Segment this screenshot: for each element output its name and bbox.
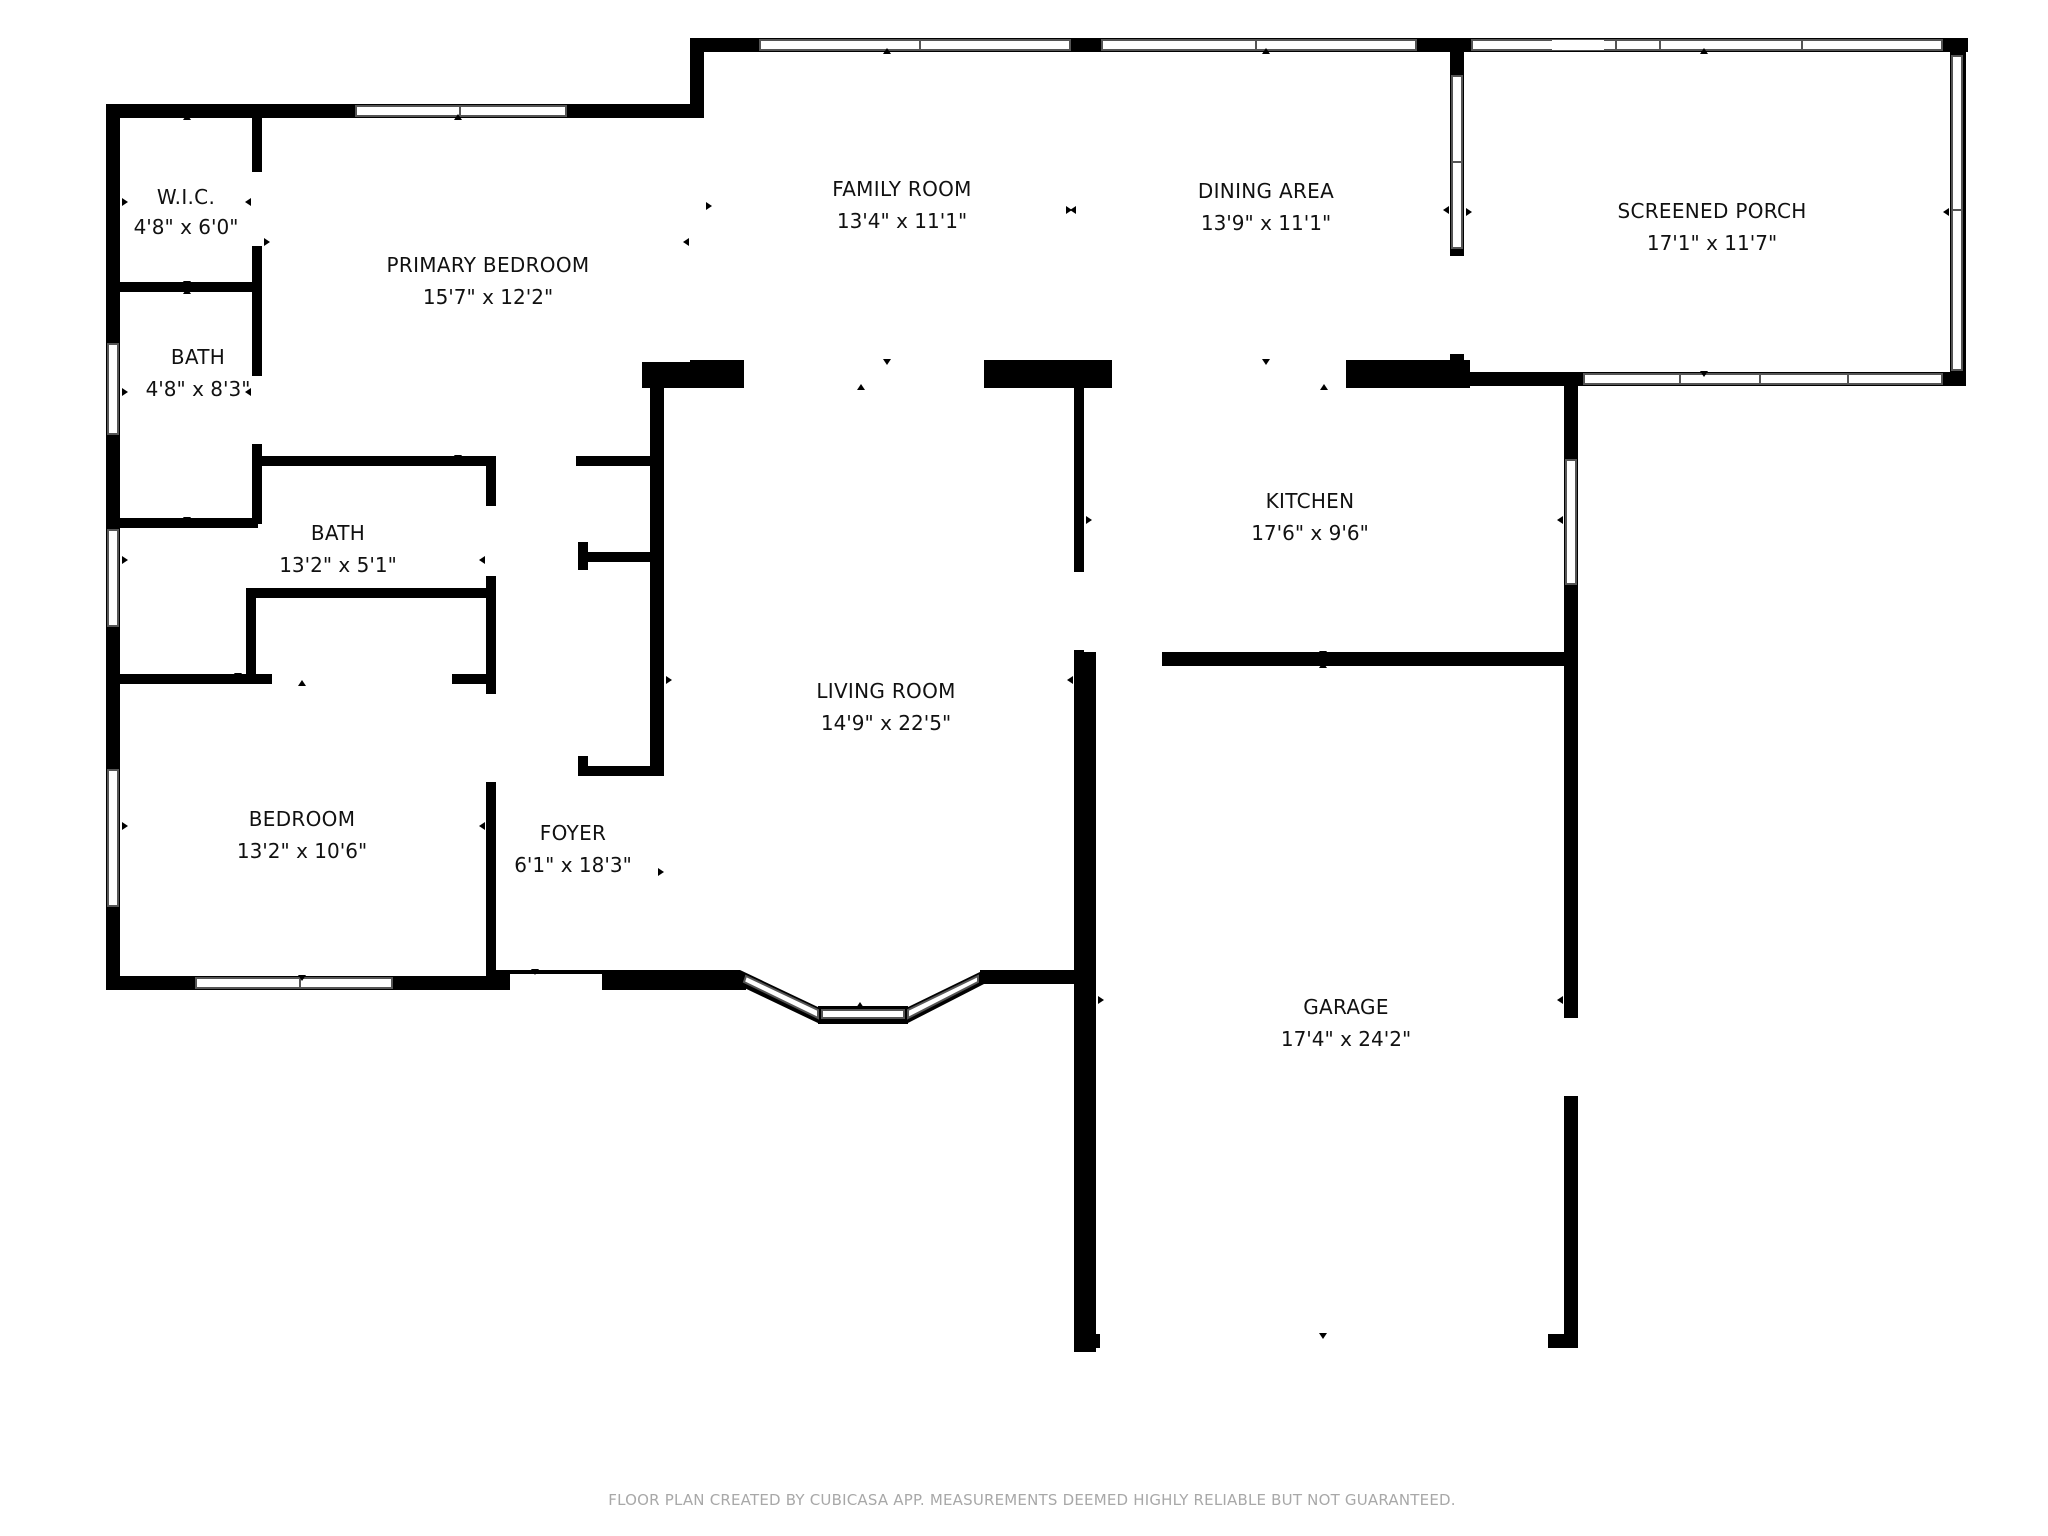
wall-closet-mid	[578, 552, 660, 562]
room-name: BATH	[171, 345, 225, 369]
room-name: FOYER	[540, 821, 606, 845]
wall-bath2-bottom-upper	[246, 588, 492, 598]
room-garage: GARAGE 17'4" x 24'2"	[1281, 995, 1411, 1051]
footer-disclaimer: FLOOR PLAN CREATED BY CUBICASA APP. MEAS…	[608, 1491, 1455, 1509]
room-family-room: FAMILY ROOM 13'4" x 11'1"	[832, 177, 972, 233]
room-dimensions: 6'1" x 18'3"	[514, 853, 632, 877]
wall-closet-bottom	[578, 766, 660, 776]
room-dimensions: 14'9" x 22'5"	[821, 711, 951, 735]
room-dimensions: 13'2" x 10'6"	[237, 839, 367, 863]
room-name: BATH	[311, 521, 365, 545]
room-dining-area: DINING AREA 13'9" x 11'1"	[1198, 179, 1334, 235]
room-living-room: LIVING ROOM 14'9" x 22'5"	[816, 679, 955, 735]
room-name: BEDROOM	[249, 807, 356, 831]
room-name: SCREENED PORCH	[1617, 199, 1806, 223]
bay-window	[736, 970, 984, 1024]
room-bath-1: BATH 4'8" x 8'3"	[146, 345, 251, 401]
room-screened-porch: SCREENED PORCH 17'1" x 11'7"	[1617, 199, 1806, 255]
wall-bath2-notch	[246, 588, 256, 680]
wall-primary-bottom	[252, 456, 658, 466]
door-openings	[250, 40, 1604, 1350]
wall-kitchen-right	[1564, 380, 1578, 1348]
windows	[107, 39, 1963, 989]
room-bath-2: BATH 13'2" x 5'1"	[279, 521, 397, 577]
room-dimensions: 17'1" x 11'7"	[1647, 231, 1777, 255]
room-name: GARAGE	[1303, 995, 1389, 1019]
room-foyer: FOYER 6'1" x 18'3"	[514, 821, 632, 877]
room-labels: W.I.C. 4'8" x 6'0" PRIMARY BEDROOM 15'7"…	[134, 177, 1807, 1051]
room-dimensions: 17'4" x 24'2"	[1281, 1027, 1411, 1051]
room-dimensions: 17'6" x 9'6"	[1251, 521, 1369, 545]
room-kitchen: KITCHEN 17'6" x 9'6"	[1251, 489, 1369, 545]
room-name: W.I.C.	[157, 185, 215, 209]
room-name: FAMILY ROOM	[832, 177, 972, 201]
wall-closet-right	[650, 362, 664, 776]
room-dimensions: 4'8" x 8'3"	[146, 377, 251, 401]
room-bedroom: BEDROOM 13'2" x 10'6"	[237, 807, 367, 863]
wall-kitchen-garage	[1162, 652, 1576, 666]
room-name: KITCHEN	[1266, 489, 1355, 513]
dimension-markers	[122, 48, 1949, 1339]
room-dimensions: 13'2" x 5'1"	[279, 553, 397, 577]
wall-garage-left	[1074, 652, 1096, 1352]
room-dimensions: 13'9" x 11'1"	[1201, 211, 1331, 235]
room-dimensions: 4'8" x 6'0"	[134, 215, 239, 239]
wall-living-bottom-right	[980, 970, 1080, 984]
room-name: LIVING ROOM	[816, 679, 955, 703]
room-name: DINING AREA	[1198, 179, 1334, 203]
room-dimensions: 13'4" x 11'1"	[837, 209, 967, 233]
room-wic: W.I.C. 4'8" x 6'0"	[134, 185, 239, 239]
room-primary-bedroom: PRIMARY BEDROOM 15'7" x 12'2"	[387, 253, 590, 309]
room-name: PRIMARY BEDROOM	[387, 253, 590, 277]
wall-center-top-step	[690, 38, 704, 118]
room-dimensions: 15'7" x 12'2"	[423, 285, 553, 309]
wall-wic-right	[252, 116, 262, 524]
